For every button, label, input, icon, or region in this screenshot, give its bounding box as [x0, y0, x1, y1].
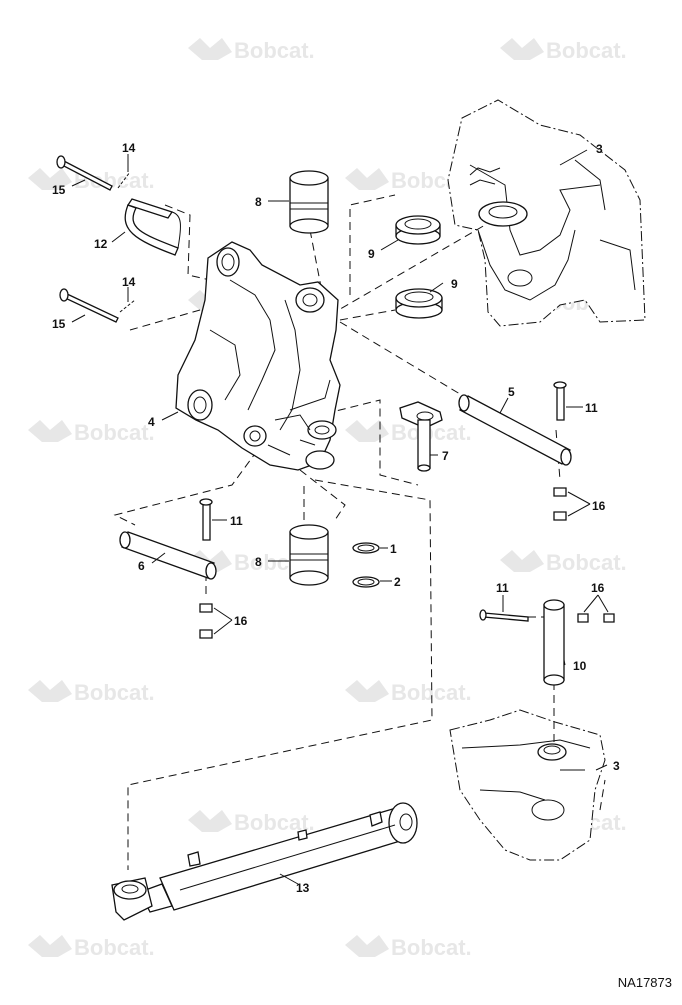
seal-9-lower	[395, 288, 443, 319]
watermark: Bobcat.	[391, 935, 472, 960]
callout-11: 11	[496, 581, 509, 595]
drawing-code: NA17873	[617, 975, 672, 990]
callout-16: 16	[592, 499, 606, 513]
assembly-lines	[113, 194, 606, 870]
pivot-bushing-8-lower	[289, 524, 329, 586]
callout-2: 2	[394, 575, 401, 589]
callout-3: 3	[596, 142, 603, 156]
pin-15-upper	[56, 155, 131, 191]
callout-9: 9	[451, 277, 458, 291]
callout-7: 7	[442, 449, 449, 463]
watermark: Bobcat.	[74, 168, 155, 193]
callout-16: 16	[234, 614, 248, 628]
callout-8: 8	[255, 195, 262, 209]
seal-9-upper	[395, 215, 441, 245]
watermark: Bobcat.	[74, 420, 155, 445]
callout-14: 14	[122, 141, 136, 155]
bolt-11-right	[553, 381, 567, 421]
watermark: Bobcat.	[546, 38, 627, 63]
callout-9: 9	[368, 247, 375, 261]
swing-cylinder	[111, 802, 418, 921]
callout-16: 16	[591, 581, 605, 595]
callout-12: 12	[94, 237, 108, 251]
callout-4: 4	[148, 415, 155, 429]
leader-lines	[71, 149, 609, 885]
watermark: Bobcat.	[546, 550, 627, 575]
watermark: Bobcat.	[74, 680, 155, 705]
bolt-11-lower	[479, 609, 529, 622]
watermark: Bobcat.	[234, 38, 315, 63]
callout-6: 6	[138, 559, 145, 573]
pin-5	[458, 394, 572, 466]
pin-7	[399, 401, 443, 472]
watermark: Bobcat.	[74, 935, 155, 960]
machine-frame-lower	[449, 709, 606, 861]
strap-12	[124, 198, 181, 256]
pivot-bushing-8-upper	[289, 170, 329, 234]
callout-10: 10	[573, 659, 587, 673]
callout-8: 8	[255, 555, 262, 569]
machine-frame-upper	[447, 99, 646, 327]
callout-14: 14	[122, 275, 136, 289]
callout-15: 15	[52, 183, 66, 197]
swing-casting	[175, 241, 341, 471]
pin-10	[543, 599, 565, 686]
callout-3: 3	[613, 759, 620, 773]
pin-6	[119, 531, 217, 580]
callout-13: 13	[296, 881, 310, 895]
callouts: 14 15 12 14 15 8 9 9 3 4 5 7 11 16 11 6 …	[52, 141, 620, 895]
shims-1-2	[352, 542, 380, 588]
nuts-16	[199, 487, 615, 639]
callout-11: 11	[230, 514, 243, 528]
callout-1: 1	[390, 542, 397, 556]
callout-11: 11	[585, 401, 598, 415]
callout-15: 15	[52, 317, 66, 331]
bolt-11-left	[199, 498, 213, 541]
callout-5: 5	[508, 385, 515, 399]
pin-15-lower	[59, 288, 136, 323]
